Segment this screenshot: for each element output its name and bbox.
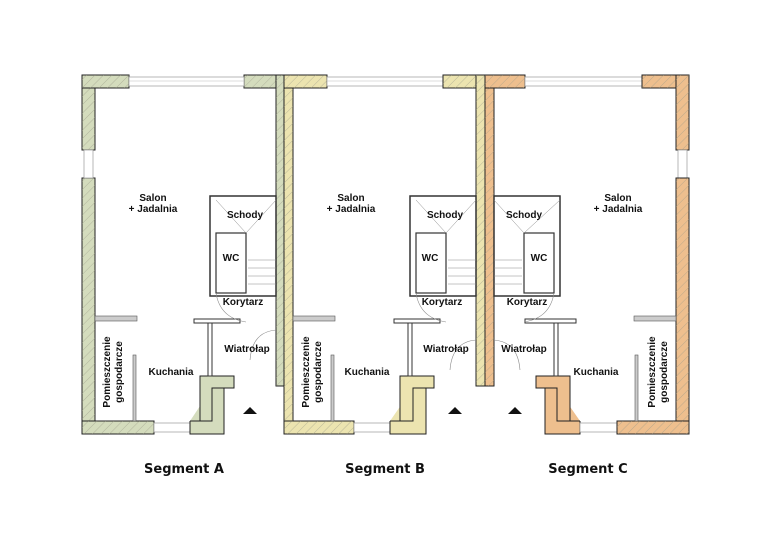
window-c-top — [524, 76, 643, 87]
stair-box-b — [409, 195, 477, 297]
room-label-pomieszczenie-a: Pomieszczenie — [102, 336, 113, 408]
wc-box-a — [215, 232, 247, 294]
wall-c-entry — [535, 375, 581, 435]
room-label-kuchnia-a: Kuchania — [148, 367, 193, 378]
wc-box-b — [415, 232, 447, 294]
room-label-korytarz-b: Korytarz — [422, 297, 463, 308]
vestibule-wall-b — [407, 322, 413, 377]
window-c-bottom — [579, 422, 618, 433]
pantry-wall-c — [633, 315, 677, 322]
window-b-bottom — [353, 422, 391, 433]
stair-box-c — [493, 195, 561, 297]
pantry-divider-b — [330, 354, 335, 422]
room-label-gospodarcze-b: gospodarcze — [313, 341, 324, 403]
entrance-triangle-icon-c — [508, 407, 522, 414]
room-label-schody-a: Schody — [227, 210, 264, 221]
room-label-salon-b: Salon — [337, 193, 364, 204]
kitchen-wall-c — [524, 318, 577, 324]
room-label-gospodarcze-c: gospodarcze — [659, 341, 670, 403]
room-label-wiatrolap-b: Wiatrołap — [423, 344, 468, 355]
room-label-schody-b: Schody — [427, 210, 464, 221]
segment-a-label: Segment A — [144, 462, 224, 477]
vestibule-wall-a — [207, 322, 213, 377]
entrance-triangle-icon-a — [243, 407, 257, 414]
room-label-wiatrolap-c: Wiatrołap — [501, 344, 546, 355]
wc-box-c — [523, 232, 555, 294]
room-label-jadalnia-c: + Jadalnia — [594, 204, 643, 215]
wall-a-entry — [189, 375, 235, 435]
room-label-kuchnia-c: Kuchania — [573, 367, 618, 378]
segment-b-plan — [283, 74, 486, 435]
room-label-jadalnia-a: + Jadalnia — [129, 204, 178, 215]
segment-c-plan — [484, 74, 690, 435]
window-c-right — [677, 149, 688, 179]
room-label-wc-b: WC — [422, 253, 439, 264]
room-label-jadalnia-b: + Jadalnia — [327, 204, 376, 215]
pantry-divider-c — [634, 354, 639, 422]
room-label-schody-c: Schody — [506, 210, 543, 221]
segment-a-plan — [81, 74, 285, 435]
room-label-korytarz-c: Korytarz — [507, 297, 548, 308]
room-label-salon-c: Salon — [604, 193, 631, 204]
pantry-wall-a — [94, 315, 138, 322]
window-b-top — [326, 76, 444, 87]
entrance-triangle-icon-b — [448, 407, 462, 414]
room-label-wc-c: WC — [531, 253, 548, 264]
kitchen-wall-b — [393, 318, 441, 324]
kitchen-wall-a — [193, 318, 241, 324]
room-label-salon-a: Salon — [139, 193, 166, 204]
segment-b-label: Segment B — [345, 462, 425, 477]
room-label-wc-a: WC — [223, 253, 240, 264]
vestibule-wall-c — [553, 322, 559, 377]
window-a-top — [128, 76, 245, 87]
room-label-gospodarcze-a: gospodarcze — [114, 341, 125, 403]
room-label-pomieszczenie-b: Pomieszczenie — [301, 336, 312, 408]
window-a-bottom — [153, 422, 191, 433]
window-a-left — [83, 149, 94, 179]
room-label-kuchnia-b: Kuchania — [344, 367, 389, 378]
room-label-korytarz-a: Korytarz — [223, 297, 264, 308]
segment-c-label: Segment C — [548, 462, 628, 477]
room-label-pomieszczenie-c: Pomieszczenie — [647, 336, 658, 408]
pantry-divider-a — [132, 354, 137, 422]
room-label-wiatrolap-a: Wiatrołap — [224, 344, 269, 355]
pantry-wall-b — [292, 315, 336, 322]
stair-box-a — [209, 195, 277, 297]
wall-b-entry — [389, 375, 435, 435]
